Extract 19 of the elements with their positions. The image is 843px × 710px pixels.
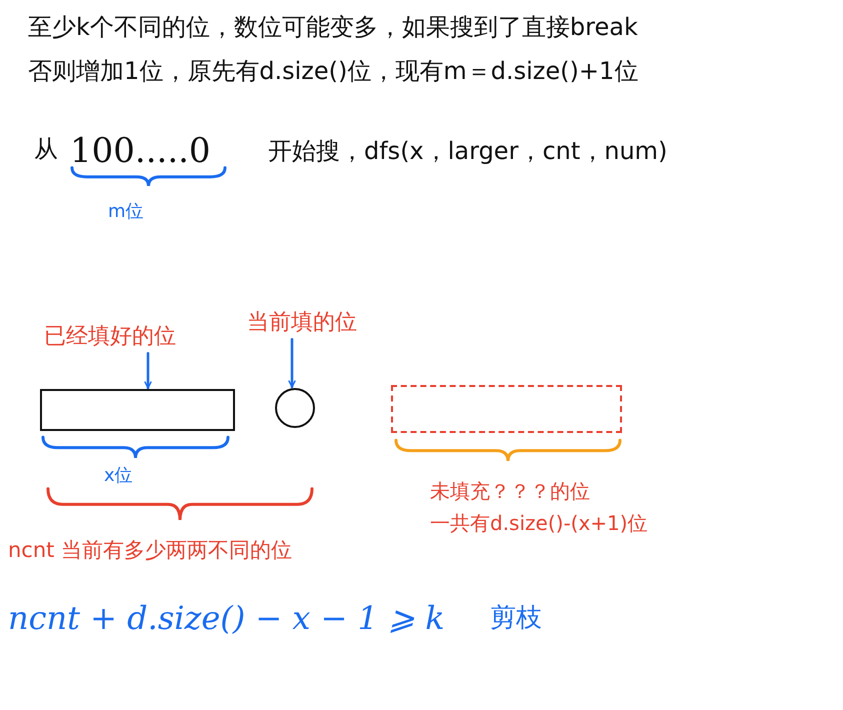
formula-text: ncnt + d.size() − x − 1 ⩾ k: [8, 600, 445, 637]
arrow: [288, 338, 296, 388]
note-text: 剪枝: [490, 604, 542, 634]
note-text: 开始搜，dfs(x，larger，cnt，num): [268, 138, 668, 166]
brace-label: ncnt 当前有多少两两不同的位: [8, 538, 292, 562]
filled-digits-box: [40, 389, 235, 431]
callout-text: 当前填的位: [247, 310, 357, 336]
note-text: 从: [34, 136, 58, 164]
brace-label: 未填充？？？的位: [430, 480, 590, 503]
current-digit-circle: [275, 388, 315, 428]
brace-label: m位: [108, 202, 144, 223]
number-text: 100.....0: [70, 132, 211, 172]
unfilled-digits-box: [391, 385, 622, 433]
callout-text: 已经填好的位: [44, 324, 176, 350]
note-text: 至少k个不同的位，数位可能变多，如果搜到了直接break: [28, 14, 638, 42]
arrow: [144, 352, 152, 390]
brace-label: 一共有d.size()-(x+1)位: [430, 512, 648, 535]
brace-label: x位: [104, 466, 133, 487]
note-text: 否则增加1位，原先有d.size()位，现有m＝d.size()+1位: [28, 58, 638, 86]
